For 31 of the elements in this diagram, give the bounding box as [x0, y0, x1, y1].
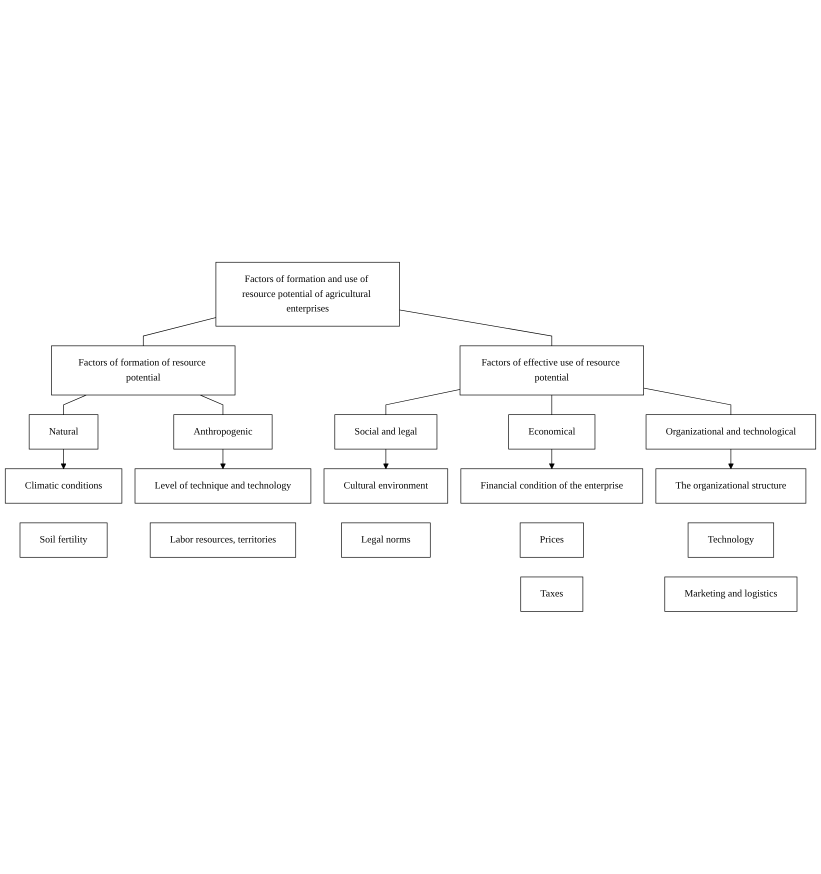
- node-box: Factors of effective use of resource potential: [460, 346, 644, 396]
- arrow: [728, 448, 734, 470]
- node-box: Economical: [508, 414, 596, 450]
- arrow: [220, 448, 226, 470]
- connector: [63, 394, 87, 416]
- node-box: Legal norms: [341, 522, 431, 558]
- connector: [643, 388, 732, 416]
- node-box: Cultural environment: [324, 468, 448, 504]
- arrow: [383, 448, 389, 470]
- connector: [200, 394, 224, 416]
- node-box: Soil fertility: [20, 522, 108, 558]
- node-box: Taxes: [520, 576, 584, 612]
- arrow: [60, 448, 66, 470]
- node-box: Anthropogenic: [173, 414, 272, 450]
- node-box: Factors of formation of resource potential: [51, 346, 236, 396]
- node-box: Organizational and technological: [646, 414, 816, 450]
- node-box: Natural: [28, 414, 98, 450]
- node-box: Marketing and logistics: [664, 576, 798, 612]
- connector: [399, 310, 552, 346]
- connector: [142, 317, 216, 346]
- node-box: The organizational structure: [656, 468, 806, 504]
- node-box: Social and legal: [334, 414, 438, 450]
- node-box: Climatic conditions: [4, 468, 122, 504]
- node-box: Technology: [688, 522, 774, 558]
- node-box: Factors of formation and use of resource potential of agricultural enterprises: [216, 262, 400, 327]
- node-box: Labor resources, territories: [150, 522, 296, 558]
- connector: [386, 389, 460, 416]
- arrow: [548, 448, 555, 470]
- node-box: Level of technique and technology: [134, 468, 312, 504]
- node-box: Financial condition of the enterprise: [460, 468, 644, 504]
- node-box: Prices: [520, 522, 584, 558]
